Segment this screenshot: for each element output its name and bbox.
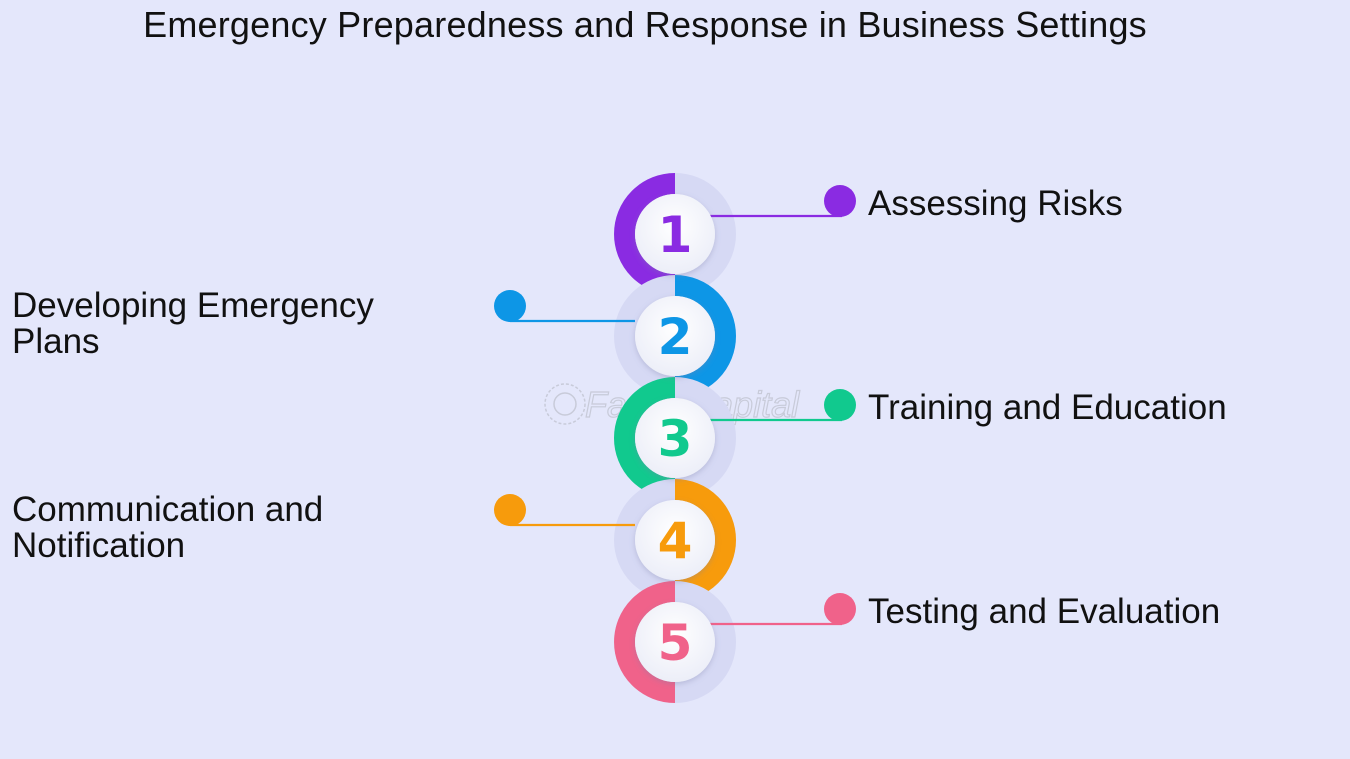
steps-discs: 1 2 3 4 5 [635, 194, 715, 682]
step-disc-4 [635, 500, 715, 580]
steps-connectors [494, 185, 856, 626]
steps-rings [614, 173, 736, 703]
step-dot-1 [824, 185, 856, 217]
step-disc-3 [635, 398, 715, 478]
step-label-2: Developing Emergency Plans [12, 286, 374, 361]
step-label-5: Testing and Evaluation [868, 592, 1221, 631]
step-disc-5 [635, 602, 715, 682]
step-label-3: Training and Education [868, 388, 1227, 427]
step-dot-3 [824, 389, 856, 421]
step-label-4: Communication and Notification [12, 490, 324, 565]
step-disc-1 [635, 194, 715, 274]
step-label-1: Assessing Risks [868, 184, 1123, 223]
step-number-3: 3 [658, 410, 693, 468]
step-number-2: 2 [658, 308, 693, 366]
step-disc-2 [635, 296, 715, 376]
step-number-5: 5 [658, 614, 693, 672]
page-title: Emergency Preparedness and Response in B… [143, 4, 1147, 45]
step-dot-4 [494, 494, 526, 526]
step-number-1: 1 [658, 206, 693, 264]
step-ring-5 [614, 581, 676, 703]
step-dot-5 [824, 593, 856, 625]
step-number-4: 4 [658, 512, 693, 570]
step-dot-2 [494, 290, 526, 322]
